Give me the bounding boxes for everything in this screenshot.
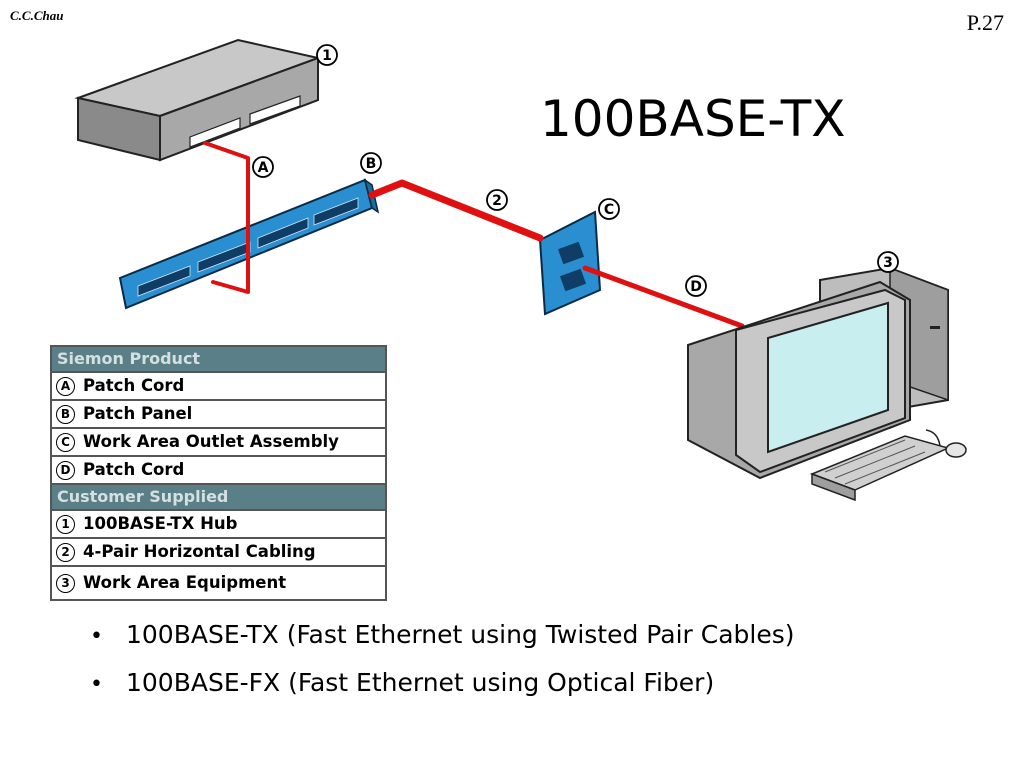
svg-text:1: 1 [322, 48, 332, 64]
bullet-text: 100BASE-FX (Fast Ethernet using Optical … [126, 668, 715, 697]
legend-label: 4-Pair Horizontal Cabling [83, 542, 316, 561]
wall-outlet [538, 210, 602, 316]
svg-text:A: A [258, 160, 269, 176]
legend-customer-header: Customer Supplied [52, 485, 385, 511]
workstation [687, 266, 967, 502]
bullet-list: • 100BASE-TX (Fast Ethernet using Twiste… [90, 620, 795, 716]
legend-row: C Work Area Outlet Assembly [52, 429, 385, 457]
marker-3: 3 [877, 251, 899, 273]
network-diagram: 1 A B 2 C D 3 [74, 38, 967, 502]
page-number: P.27 [966, 10, 1004, 35]
legend-table: Siemon Product A Patch Cord B Patch Pane… [50, 345, 387, 601]
bullet-text: 100BASE-TX (Fast Ethernet using Twisted … [126, 620, 795, 649]
legend-marker: 2 [56, 542, 75, 562]
horizontal-cabling [368, 179, 544, 242]
cables [203, 141, 745, 329]
bullet-item: • 100BASE-FX (Fast Ethernet using Optica… [90, 668, 795, 716]
legend-row: B Patch Panel [52, 401, 385, 429]
legend-label: Patch Cord [83, 376, 185, 395]
patch-cord-a [203, 141, 250, 294]
legend-row: 1 100BASE-TX Hub [52, 511, 385, 539]
legend-label: Work Area Equipment [83, 573, 287, 592]
legend-marker: B [56, 404, 75, 424]
marker-c: C [598, 198, 620, 220]
legend-label: Patch Panel [83, 404, 193, 423]
svg-text:2: 2 [492, 193, 502, 209]
svg-text:C: C [604, 202, 614, 218]
legend-row: D Patch Cord [52, 457, 385, 485]
legend-marker: 3 [56, 573, 75, 593]
patch-cord-d [582, 265, 745, 329]
legend-marker: D [56, 460, 75, 480]
legend-marker: A [56, 376, 75, 396]
svg-text:3: 3 [883, 255, 893, 271]
marker-b: B [360, 152, 382, 174]
bullet-dot: • [90, 624, 103, 649]
svg-text:D: D [690, 279, 702, 295]
legend-row: 3 Work Area Equipment [52, 567, 385, 599]
hub-device [74, 38, 322, 162]
bullet-dot: • [90, 672, 103, 697]
bullet-item: • 100BASE-TX (Fast Ethernet using Twiste… [90, 620, 795, 668]
legend-label: Patch Cord [83, 460, 185, 479]
slide-title: 100BASE-TX [540, 90, 846, 148]
marker-2: 2 [486, 189, 508, 211]
legend-row: A Patch Cord [52, 373, 385, 401]
legend-siemon-header: Siemon Product [52, 347, 385, 373]
svg-text:B: B [366, 156, 377, 172]
author-label: C.C.Chau [10, 8, 64, 23]
legend-marker: 1 [56, 514, 75, 534]
marker-d: D [685, 275, 707, 297]
legend-row: 2 4-Pair Horizontal Cabling [52, 539, 385, 567]
legend-label: 100BASE-TX Hub [83, 514, 238, 533]
marker-1: 1 [316, 44, 338, 66]
marker-a: A [252, 156, 274, 178]
legend-label: Work Area Outlet Assembly [83, 432, 339, 451]
legend-marker: C [56, 432, 75, 452]
